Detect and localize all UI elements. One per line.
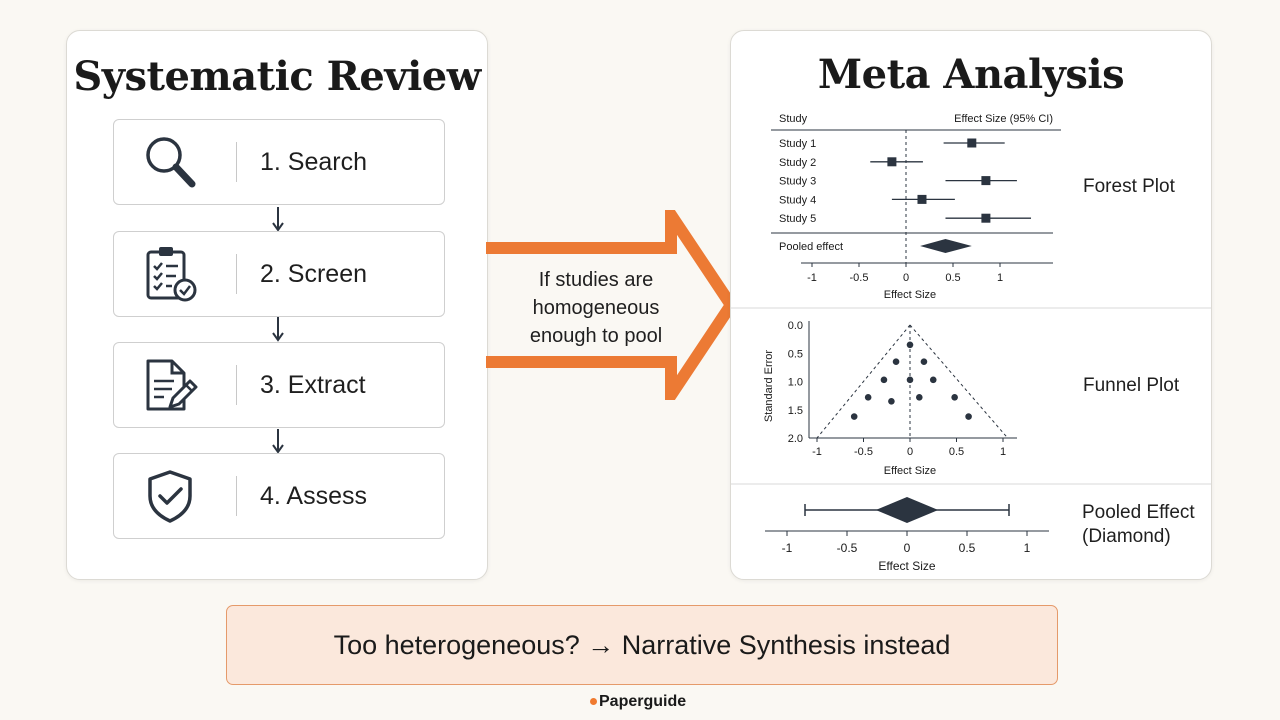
forest-pooled-diamond <box>920 239 972 253</box>
systematic-review-title: Systematic Review <box>73 53 481 100</box>
forest-study-square <box>981 176 991 186</box>
forest-header-study: Study <box>779 113 808 125</box>
step-label: 1. Search <box>260 148 368 176</box>
forest-x-tick-label: 0.5 <box>945 272 960 284</box>
forest-x-tick-label: 1 <box>997 272 1003 284</box>
forest-x-axis-title: Effect Size <box>884 289 936 301</box>
down-arrow-icon <box>272 317 284 342</box>
step-divider <box>236 365 237 405</box>
heterogeneity-note-text: Too heterogeneous? → Narrative Synthesis… <box>333 630 951 660</box>
forest-study-square <box>967 138 977 148</box>
funnel-y-tick-label: 1.0 <box>788 377 803 389</box>
magnifier-icon <box>146 137 196 188</box>
step-divider <box>236 476 237 516</box>
connector-text-line: homogeneous <box>532 297 660 319</box>
funnel-point <box>906 341 914 349</box>
brand-dot-icon <box>590 698 597 705</box>
forest-x-tick-label: 0 <box>903 272 909 284</box>
meta-analysis-charts: Study Effect Size (95% CI) Study 1 Study 2 S… <box>731 113 1211 573</box>
funnel-point <box>929 376 937 384</box>
step-extract: 3. Extract <box>113 342 445 428</box>
pooled-x-tick-label: -0.5 <box>837 541 858 555</box>
meta-analysis-title: Meta Analysis <box>817 51 1125 98</box>
forest-study-square <box>917 194 927 204</box>
funnel-x-tick-label: 0 <box>907 446 913 458</box>
funnel-plot-label: Funnel Plot <box>1083 375 1180 396</box>
connector-text-line: enough to pool <box>529 325 663 347</box>
brand-name: Paperguide <box>599 693 687 710</box>
pooled-effect-label: Pooled Effect (Diamond) <box>1082 501 1195 549</box>
pooled-effect-label-line: (Diamond) <box>1082 526 1171 547</box>
step-search: 1. Search <box>113 119 445 205</box>
forest-x-tick-label: -0.5 <box>850 272 869 284</box>
forest-study-square <box>887 157 897 167</box>
funnel-right-boundary <box>909 324 1009 439</box>
funnel-point <box>916 394 923 401</box>
pooled-x-tick-label: 0.5 <box>959 541 976 555</box>
step-label: 3. Extract <box>260 371 366 399</box>
forest-study-square <box>981 213 991 223</box>
heterogeneity-note: Too heterogeneous? → Narrative Synthesis… <box>226 605 1058 685</box>
forest-study-label: Study 3 <box>779 176 816 188</box>
step-divider <box>236 142 237 182</box>
pooled-x-tick-label: -1 <box>782 541 793 555</box>
funnel-y-tick-label: 0.0 <box>788 320 803 332</box>
funnel-point <box>920 358 928 366</box>
step-label: 2. Screen <box>260 260 368 288</box>
forest-header-effect: Effect Size (95% CI) <box>954 113 1053 125</box>
funnel-x-tick-label: -1 <box>812 446 822 458</box>
systematic-review-panel: Systematic Review 1. Search 2. Screen <box>66 30 488 580</box>
shield-check-icon <box>148 470 192 523</box>
funnel-x-tick-label: 0.5 <box>949 446 964 458</box>
funnel-point <box>965 413 972 420</box>
step-label: 4. Assess <box>260 482 367 510</box>
pooled-x-tick-label: 0 <box>904 541 911 555</box>
funnel-point <box>951 394 958 401</box>
document-pencil-icon <box>146 359 198 411</box>
step-assess: 4. Assess <box>113 453 445 539</box>
brand-logo: Paperguide <box>590 693 686 711</box>
forest-study-label: Study 4 <box>779 194 816 206</box>
step-divider <box>236 254 237 294</box>
funnel-y-tick-label: 2.0 <box>788 433 803 445</box>
connector-text-line: If studies are <box>538 269 654 291</box>
funnel-point <box>888 397 895 405</box>
pooled-x-axis-title: Effect Size <box>878 559 935 573</box>
clipboard-checklist-icon <box>146 247 197 302</box>
down-arrow-icon <box>272 207 284 232</box>
forest-plot-label: Forest Plot <box>1083 176 1175 197</box>
connector-text: If studies are homogeneous enough to poo… <box>508 266 684 350</box>
forest-study-label: Study 1 <box>779 138 816 150</box>
funnel-point <box>880 376 888 384</box>
pooled-x-tick-label: 1 <box>1024 541 1031 555</box>
funnel-left-boundary <box>816 324 911 439</box>
forest-x-tick-label: -1 <box>807 272 817 284</box>
funnel-point <box>850 413 858 420</box>
funnel-x-axis-title: Effect Size <box>884 465 936 477</box>
forest-pooled-label: Pooled effect <box>779 241 843 253</box>
pooled-diamond <box>875 497 939 523</box>
funnel-point <box>906 376 914 384</box>
pooled-effect-label-line: Pooled Effect <box>1082 502 1195 523</box>
funnel-y-axis-title: Standard Error <box>763 350 775 422</box>
funnel-x-tick-label: -0.5 <box>854 446 873 458</box>
funnel-y-tick-label: 1.5 <box>788 405 803 417</box>
funnel-point <box>864 394 872 401</box>
forest-study-label: Study 5 <box>779 213 816 225</box>
funnel-x-tick-label: 1 <box>1000 446 1006 458</box>
funnel-point <box>892 358 900 366</box>
step-screen: 2. Screen <box>113 231 445 317</box>
funnel-y-tick-label: 0.5 <box>788 348 803 360</box>
down-arrow-icon <box>272 429 284 454</box>
forest-study-label: Study 2 <box>779 157 816 169</box>
